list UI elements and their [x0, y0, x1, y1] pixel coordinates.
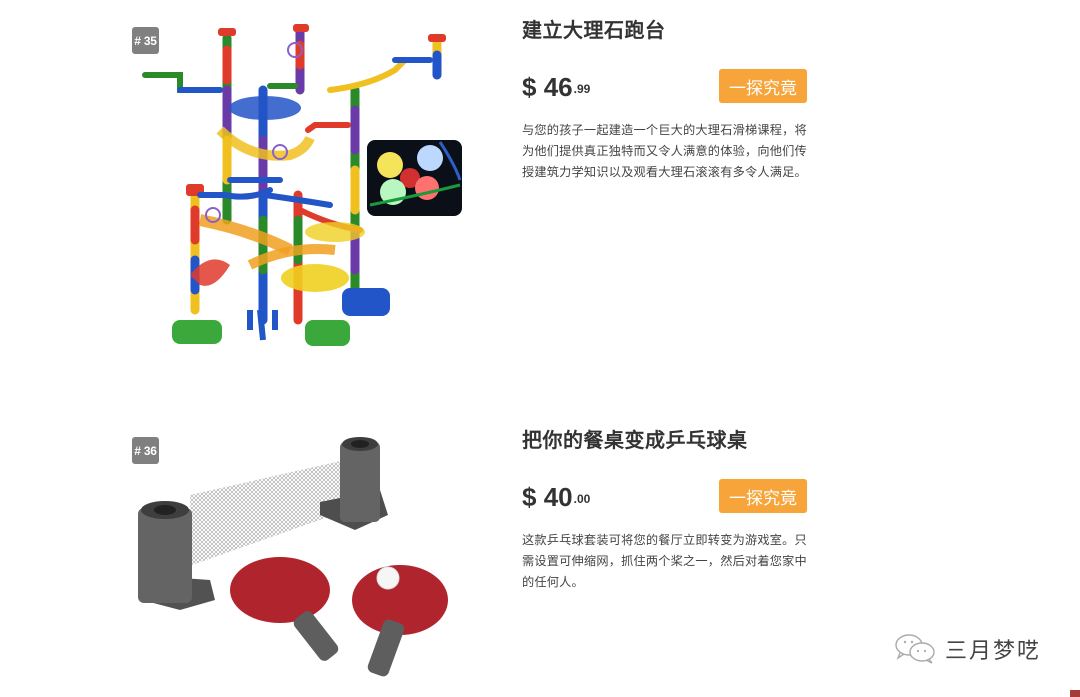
product-card-36: # 36 [0, 410, 1080, 697]
product-title: 把你的餐桌变成乒乓球桌 [522, 428, 748, 452]
watermark-text: 三月梦呓 [945, 639, 1042, 664]
product-price: $ 46.99 [522, 71, 590, 103]
corner-decoration [1070, 690, 1080, 697]
price-cents: .00 [573, 492, 591, 506]
product-price: $ 40.00 [522, 481, 590, 513]
currency-symbol: $ [522, 72, 537, 102]
explore-button[interactable]: 一探究竟 [719, 69, 807, 103]
product-image-marble-run[interactable] [130, 20, 470, 360]
ping-pong-set-icon [138, 437, 448, 677]
product-description: 与您的孩子一起建造一个巨大的大理石滑梯课程，将为他们提供真正独特而又令人满意的体… [522, 123, 807, 179]
product-info: 把你的餐桌变成乒乓球桌 $ 40.00 一探究竟 这款乒乓球套装可将您的餐厅立即… [522, 425, 812, 593]
glowing-marbles-inset [367, 140, 462, 216]
price-whole: 46 [543, 72, 573, 102]
currency-symbol: $ [522, 482, 537, 512]
product-image-ping-pong-set[interactable] [130, 430, 470, 690]
product-description: 这款乒乓球套装可将您的餐厅立即转变为游戏室。只需设置可伸缩网，抓住两个桨之一，然… [522, 533, 807, 589]
product-title: 建立大理石跑台 [522, 18, 666, 42]
wechat-watermark: 三月梦呓 [893, 631, 1041, 667]
price-row: $ 40.00 一探究竟 [522, 479, 812, 515]
product-info: 建立大理石跑台 $ 46.99 一探究竟 与您的孩子一起建造一个巨大的大理石滑梯… [522, 15, 812, 183]
price-whole: 40 [543, 482, 573, 512]
rank-badge: # 36 [132, 437, 159, 464]
explore-button[interactable]: 一探究竟 [719, 479, 807, 513]
price-row: $ 46.99 一探究竟 [522, 69, 812, 105]
wechat-icon [895, 634, 935, 664]
product-card-35: # 35 [130, 15, 812, 360]
rank-badge: # 35 [132, 27, 159, 54]
price-cents: .99 [573, 82, 591, 96]
marble-run-icon [142, 24, 462, 346]
